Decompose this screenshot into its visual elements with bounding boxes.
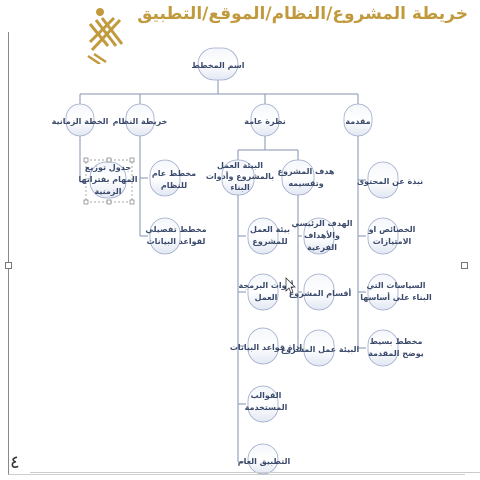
node-project-work[interactable]: البيئة عمل المشروع <box>281 329 360 367</box>
node-task-schedule-line3: الزمنية <box>94 187 121 196</box>
node-dev-tools-line2: العمل <box>255 293 278 302</box>
node-simple-plan-line1: مخطط بسيط <box>370 337 423 346</box>
node-general-system-line2: للنظام <box>161 181 187 190</box>
node-features-line2: الامتيازات <box>373 237 412 246</box>
node-intro-label: مقدمة <box>345 117 370 126</box>
connector-lines <box>79 80 366 463</box>
node-system-map[interactable]: خريطة النظام <box>113 103 168 137</box>
node-detailed-db-line1: مخطط تفصيلي <box>145 225 206 234</box>
node-content-about[interactable]: نبذة عن المحتوى <box>357 161 423 199</box>
node-main-goal-line2: والأهداف <box>304 230 340 240</box>
node-general-app-label: التطبيق العام <box>238 457 291 466</box>
slide-frame <box>8 32 465 475</box>
node-general-system-line1: مخطط عام <box>152 169 196 178</box>
node-detailed-db-line2: لقواعد البيانات <box>147 237 206 246</box>
node-root[interactable]: اسم المخطط <box>192 47 245 81</box>
node-templates-line1: القوالب <box>251 391 282 400</box>
node-task-schedule-line2: المهام بفتراتها <box>78 175 137 184</box>
node-overview-label: نظرة عامة <box>244 117 286 126</box>
node-simple-plan[interactable]: مخطط بسيط يوضح المقدمة <box>367 329 424 367</box>
node-dev-tools-line1: أدوات البرمجة <box>239 280 294 290</box>
node-overview[interactable]: نظرة عامة <box>244 103 286 137</box>
node-policies-line1: السياسات التي <box>367 281 426 290</box>
cursor-icon <box>285 277 296 294</box>
resize-handle-right[interactable] <box>461 262 468 269</box>
node-work-env-line2: للمشروع <box>252 237 287 246</box>
node-db-tools-label: اداة قواعد البيانات <box>230 343 303 352</box>
node-features-line1: الخصائص او <box>368 225 416 235</box>
footer-divider <box>30 472 480 473</box>
node-timeline[interactable]: الخطة الزمانية <box>52 103 109 137</box>
node-features[interactable]: الخصائص او الامتيازات <box>368 217 416 255</box>
page-number: ٤ <box>10 452 20 473</box>
node-main-goal[interactable]: الهدف الرئيسي والأهداف الفرعية <box>292 217 353 255</box>
node-detailed-db[interactable]: مخطط تفصيلي لقواعد البيانات <box>145 217 207 255</box>
node-environment-line2: بالمشروع وأدوات <box>206 171 274 181</box>
node-general-system[interactable]: مخطط عام للنظام <box>149 159 196 197</box>
node-task-schedule-line1: جدول توزيع <box>85 163 131 172</box>
node-templates-line2: المستخدمة <box>245 403 288 412</box>
node-project-goal[interactable]: هدف المشروع وتقسيمه <box>278 159 335 196</box>
node-db-tools[interactable]: اداة قواعد البيانات <box>230 327 303 365</box>
node-root-label: اسم المخطط <box>192 61 245 70</box>
node-environment-line3: البناء <box>230 183 250 192</box>
node-timeline-label: الخطة الزمانية <box>52 117 109 126</box>
node-project-goal-line2: وتقسيمه <box>288 179 323 188</box>
node-content-about-label: نبذة عن المحتوى <box>357 177 423 186</box>
resize-handle-left[interactable] <box>5 262 12 269</box>
node-system-map-label: خريطة النظام <box>113 117 168 126</box>
node-policies[interactable]: السياسات التي البناء على أساسها <box>360 273 432 311</box>
page-title: خريطة المشروع/النظام/الموقع/التطبيق <box>137 4 468 24</box>
node-environment-line1: البيئة العمل <box>217 161 263 170</box>
node-simple-plan-line2: يوضح المقدمة <box>368 349 424 358</box>
node-templates[interactable]: القوالب المستخدمة <box>245 385 288 423</box>
node-task-schedule[interactable]: جدول توزيع المهام بفتراتها الزمنية <box>78 157 138 205</box>
node-work-env[interactable]: بيئة العمل للمشروع <box>247 217 290 255</box>
node-project-sections-label: أقسام المشروع <box>289 288 352 298</box>
node-environment[interactable]: البيئة العمل بالمشروع وأدوات البناء <box>206 159 274 196</box>
node-dev-tools[interactable]: أدوات البرمجة العمل <box>239 273 294 311</box>
node-general-app[interactable]: التطبيق العام <box>238 443 291 475</box>
node-project-sections[interactable]: أقسام المشروع <box>289 273 352 311</box>
node-project-work-label: البيئة عمل المشروع <box>281 345 360 354</box>
node-main-goal-line3: الفرعية <box>307 243 337 252</box>
node-work-env-line1: بيئة العمل <box>250 225 290 234</box>
node-intro[interactable]: مقدمة <box>343 103 373 137</box>
logo-icon <box>87 8 124 64</box>
node-project-goal-line1: هدف المشروع <box>278 167 335 176</box>
node-policies-line2: البناء على أساسها <box>360 292 432 302</box>
node-main-goal-line1: الهدف الرئيسي <box>292 219 353 228</box>
